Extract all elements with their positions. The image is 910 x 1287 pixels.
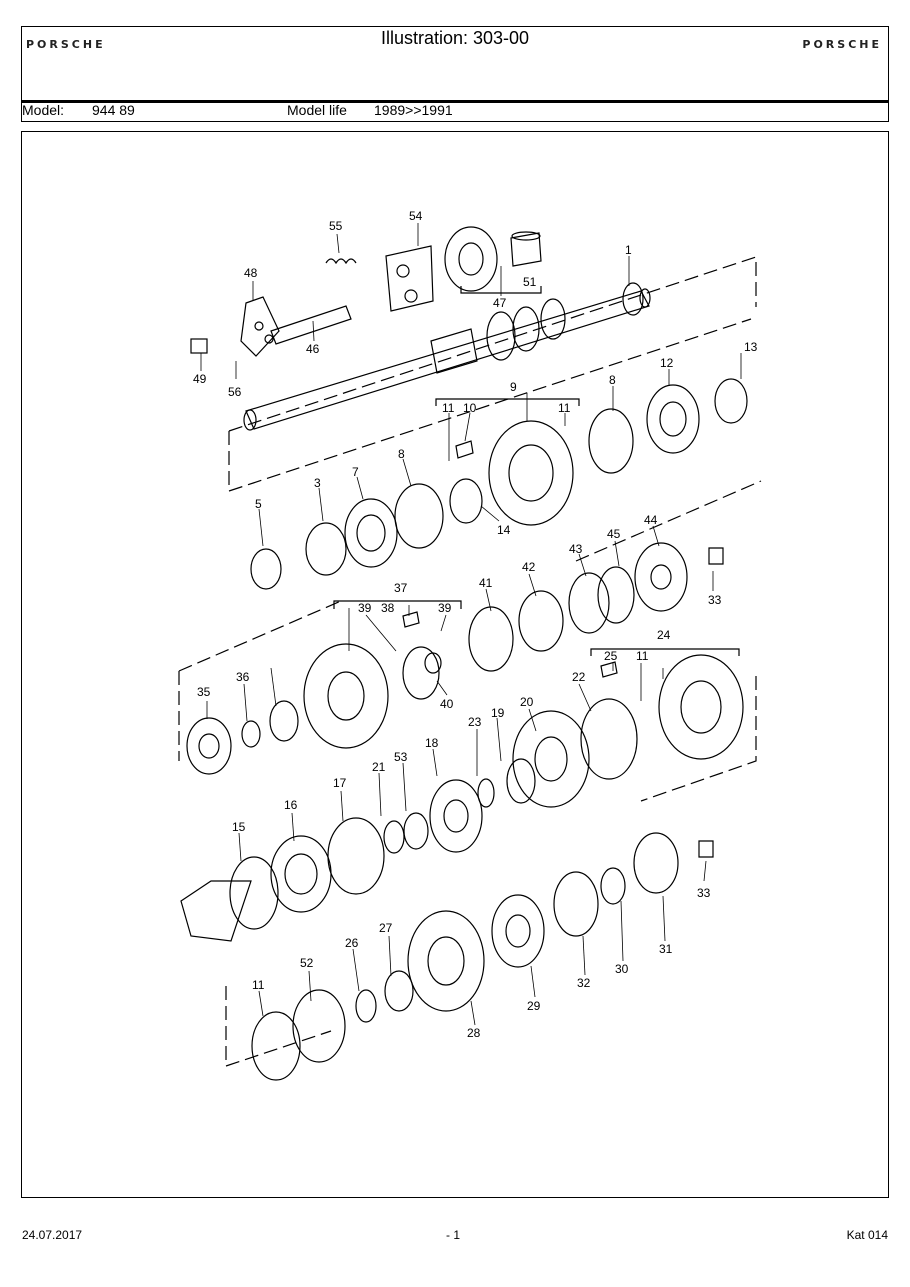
callout-39b: 39 bbox=[438, 601, 452, 615]
fourth-row-gears bbox=[180, 654, 744, 942]
model-life-label: Model life bbox=[287, 102, 347, 118]
callout-5: 5 bbox=[255, 497, 262, 511]
footer-page-number: - 1 bbox=[446, 1228, 461, 1242]
callout-27: 27 bbox=[379, 921, 393, 935]
callout-41: 41 bbox=[479, 576, 493, 590]
callout-7: 7 bbox=[352, 465, 359, 479]
model-value: 944 89 bbox=[92, 102, 135, 118]
callout-10: 10 bbox=[463, 401, 477, 415]
callout-14: 14 bbox=[497, 523, 511, 537]
header-divider bbox=[22, 100, 888, 103]
callout-28: 28 bbox=[467, 1026, 481, 1040]
callout-52: 52 bbox=[300, 956, 314, 970]
callout-11a: 11 bbox=[442, 401, 455, 415]
callout-40: 40 bbox=[440, 697, 454, 711]
callout-3: 3 bbox=[314, 476, 321, 490]
callout-42: 42 bbox=[522, 560, 536, 574]
callout-53: 53 bbox=[394, 750, 408, 764]
callout-11d: 11 bbox=[252, 978, 265, 992]
fifth-row-gears bbox=[251, 832, 714, 1081]
porsche-logo-left: PORSCHE bbox=[26, 38, 106, 51]
callout-15: 15 bbox=[232, 820, 246, 834]
footer-date: 24.07.2017 bbox=[22, 1228, 83, 1242]
callout-43: 43 bbox=[569, 542, 583, 556]
callout-13: 13 bbox=[744, 340, 758, 354]
illustration-title: Illustration: 303-00 bbox=[380, 28, 530, 48]
callout-22: 22 bbox=[572, 670, 586, 684]
callout-18: 18 bbox=[425, 736, 439, 750]
callout-32: 32 bbox=[577, 976, 591, 990]
callout-8b: 8 bbox=[609, 373, 616, 387]
model-label: Model: bbox=[22, 102, 65, 118]
callout-24: 24 bbox=[657, 628, 671, 642]
part-callouts: 1 3 5 7 8 8 9 10 11 11 11 11 12 13 14 15… bbox=[193, 209, 758, 1040]
callout-46: 46 bbox=[306, 342, 320, 356]
third-row-gears bbox=[186, 542, 724, 775]
callout-54: 54 bbox=[409, 209, 423, 223]
callout-33b: 33 bbox=[697, 886, 711, 900]
callout-1: 1 bbox=[625, 243, 632, 257]
callout-44: 44 bbox=[644, 513, 658, 527]
exploded-view-frame: 1 3 5 7 8 8 9 10 11 11 11 11 12 13 14 15… bbox=[21, 131, 889, 1198]
callout-9: 9 bbox=[510, 380, 517, 394]
callout-16: 16 bbox=[284, 798, 298, 812]
callout-45: 45 bbox=[607, 527, 621, 541]
callout-47: 47 bbox=[493, 296, 507, 310]
second-row-gears bbox=[250, 378, 748, 590]
main-shaft-drawing bbox=[243, 282, 651, 431]
callout-39a: 39 bbox=[358, 601, 372, 615]
callout-33a: 33 bbox=[708, 593, 722, 607]
callout-26: 26 bbox=[345, 936, 359, 950]
model-life-value: 1989>>1991 bbox=[374, 102, 453, 118]
callout-12: 12 bbox=[660, 356, 674, 370]
callout-11b: 11 bbox=[558, 401, 571, 415]
footer-catalog: Kat 014 bbox=[846, 1228, 888, 1242]
callout-8a: 8 bbox=[398, 447, 405, 461]
callout-17: 17 bbox=[333, 776, 347, 790]
callout-35: 35 bbox=[197, 685, 211, 699]
model-row: Model: 944 89 Model life 1989>>1991 bbox=[22, 102, 888, 120]
callout-19: 19 bbox=[491, 706, 505, 720]
callout-31: 31 bbox=[659, 942, 673, 956]
upper-small-parts bbox=[190, 226, 542, 357]
callout-36: 36 bbox=[236, 670, 250, 684]
callout-38: 38 bbox=[381, 601, 395, 615]
callout-48: 48 bbox=[244, 266, 258, 280]
header-box: PORSCHE Illustration: 303-00 PORSCHE Mod… bbox=[21, 26, 889, 122]
callout-49: 49 bbox=[193, 372, 207, 386]
callout-56: 56 bbox=[228, 385, 242, 399]
callout-20: 20 bbox=[520, 695, 534, 709]
callout-23: 23 bbox=[468, 715, 482, 729]
leader-lines bbox=[200, 223, 742, 1026]
callout-21: 21 bbox=[372, 760, 386, 774]
callout-29: 29 bbox=[527, 999, 541, 1013]
callout-25: 25 bbox=[604, 649, 618, 663]
callout-55: 55 bbox=[329, 219, 343, 233]
callout-51: 51 bbox=[523, 275, 537, 289]
callout-11c: 11 bbox=[636, 649, 649, 663]
assembly-frames bbox=[178, 256, 762, 1067]
callout-30: 30 bbox=[615, 962, 629, 976]
exploded-view-drawing: 1 3 5 7 8 8 9 10 11 11 11 11 12 13 14 15… bbox=[178, 209, 762, 1081]
callout-37: 37 bbox=[394, 581, 408, 595]
porsche-logo-right: PORSCHE bbox=[802, 38, 882, 51]
